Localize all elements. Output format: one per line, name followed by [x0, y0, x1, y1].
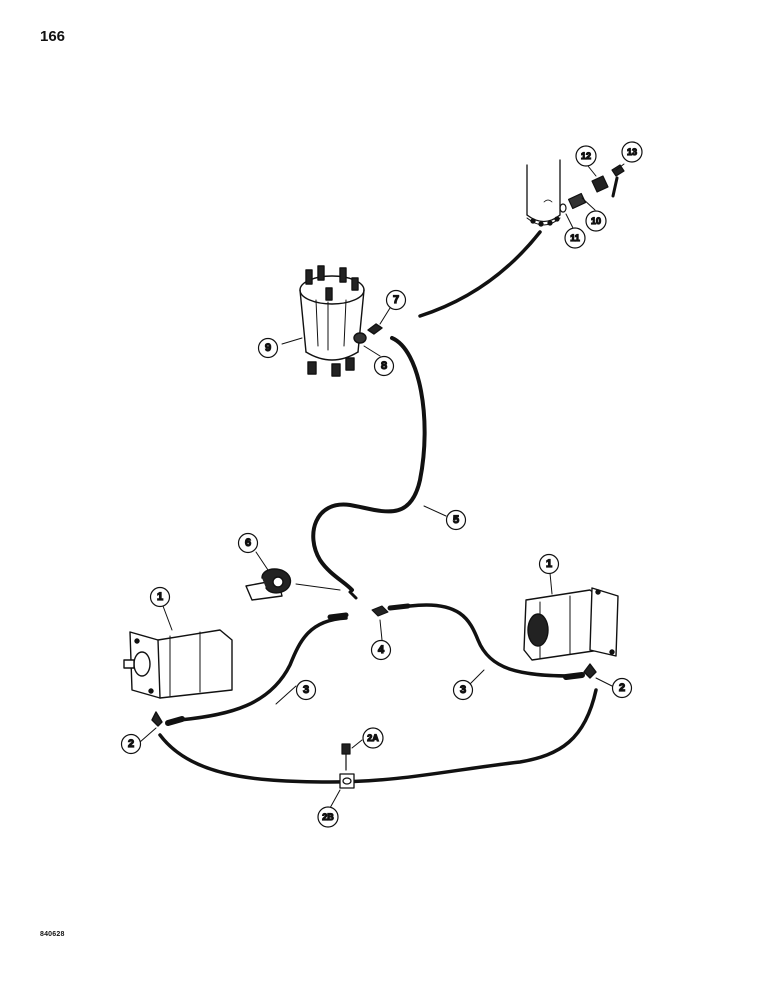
callout-13: 13 — [621, 141, 643, 163]
callout-1-right: 1 — [538, 553, 560, 575]
fitting-2b — [339, 773, 355, 789]
callout-2-right: 2 — [611, 677, 633, 699]
svg-text:5: 5 — [453, 514, 459, 526]
pump-left — [123, 629, 233, 727]
svg-text:1: 1 — [546, 558, 552, 570]
callouts: 1 1 2 2 2A 2B 3 3 4 5 6 7 8 9 10 11 12 1… — [120, 141, 643, 828]
fitting-2a — [341, 743, 351, 771]
svg-text:12: 12 — [581, 151, 591, 161]
tee-fitting — [348, 590, 389, 617]
callout-12: 12 — [575, 145, 597, 167]
svg-text:9: 9 — [265, 342, 271, 354]
svg-text:2: 2 — [619, 682, 625, 694]
hose-clamp — [245, 568, 341, 601]
pump-right — [523, 587, 619, 679]
drawing-code: 840628 — [40, 931, 65, 938]
svg-text:11: 11 — [570, 233, 580, 243]
lower-hose — [158, 688, 598, 784]
fitting-group-10-13 — [559, 164, 625, 213]
svg-text:3: 3 — [460, 684, 466, 696]
callout-10: 10 — [585, 210, 607, 232]
callout-5: 5 — [445, 509, 467, 531]
callout-7: 7 — [385, 289, 407, 311]
return-hose — [418, 230, 542, 318]
callout-3-right: 3 — [452, 679, 474, 701]
callout-2-left: 2 — [120, 733, 142, 755]
control-valve — [299, 265, 383, 377]
callout-4: 4 — [370, 639, 392, 661]
hose-3-left — [178, 616, 348, 722]
hose-3-right — [408, 603, 576, 678]
page-number: 166 — [40, 28, 66, 45]
callout-3-left: 3 — [295, 679, 317, 701]
svg-text:2A: 2A — [367, 733, 379, 743]
leader-lines — [139, 163, 625, 809]
callout-2b: 2B — [317, 806, 339, 828]
callout-1-left: 1 — [149, 586, 171, 608]
callout-2a: 2A — [362, 727, 384, 749]
svg-text:2B: 2B — [322, 812, 334, 822]
svg-text:13: 13 — [627, 147, 637, 157]
svg-text:2: 2 — [128, 738, 134, 750]
callout-11: 11 — [564, 227, 586, 249]
svg-text:8: 8 — [381, 360, 387, 372]
svg-text:7: 7 — [393, 294, 399, 306]
pressure-hose-5 — [311, 336, 427, 592]
svg-text:10: 10 — [591, 216, 601, 226]
svg-text:6: 6 — [245, 537, 251, 549]
callout-9: 9 — [257, 337, 279, 359]
reservoir-cylinder — [526, 159, 561, 227]
svg-text:3: 3 — [303, 684, 309, 696]
svg-text:1: 1 — [157, 591, 163, 603]
callout-6: 6 — [237, 532, 259, 554]
callout-8: 8 — [373, 355, 395, 377]
svg-text:4: 4 — [378, 644, 385, 656]
